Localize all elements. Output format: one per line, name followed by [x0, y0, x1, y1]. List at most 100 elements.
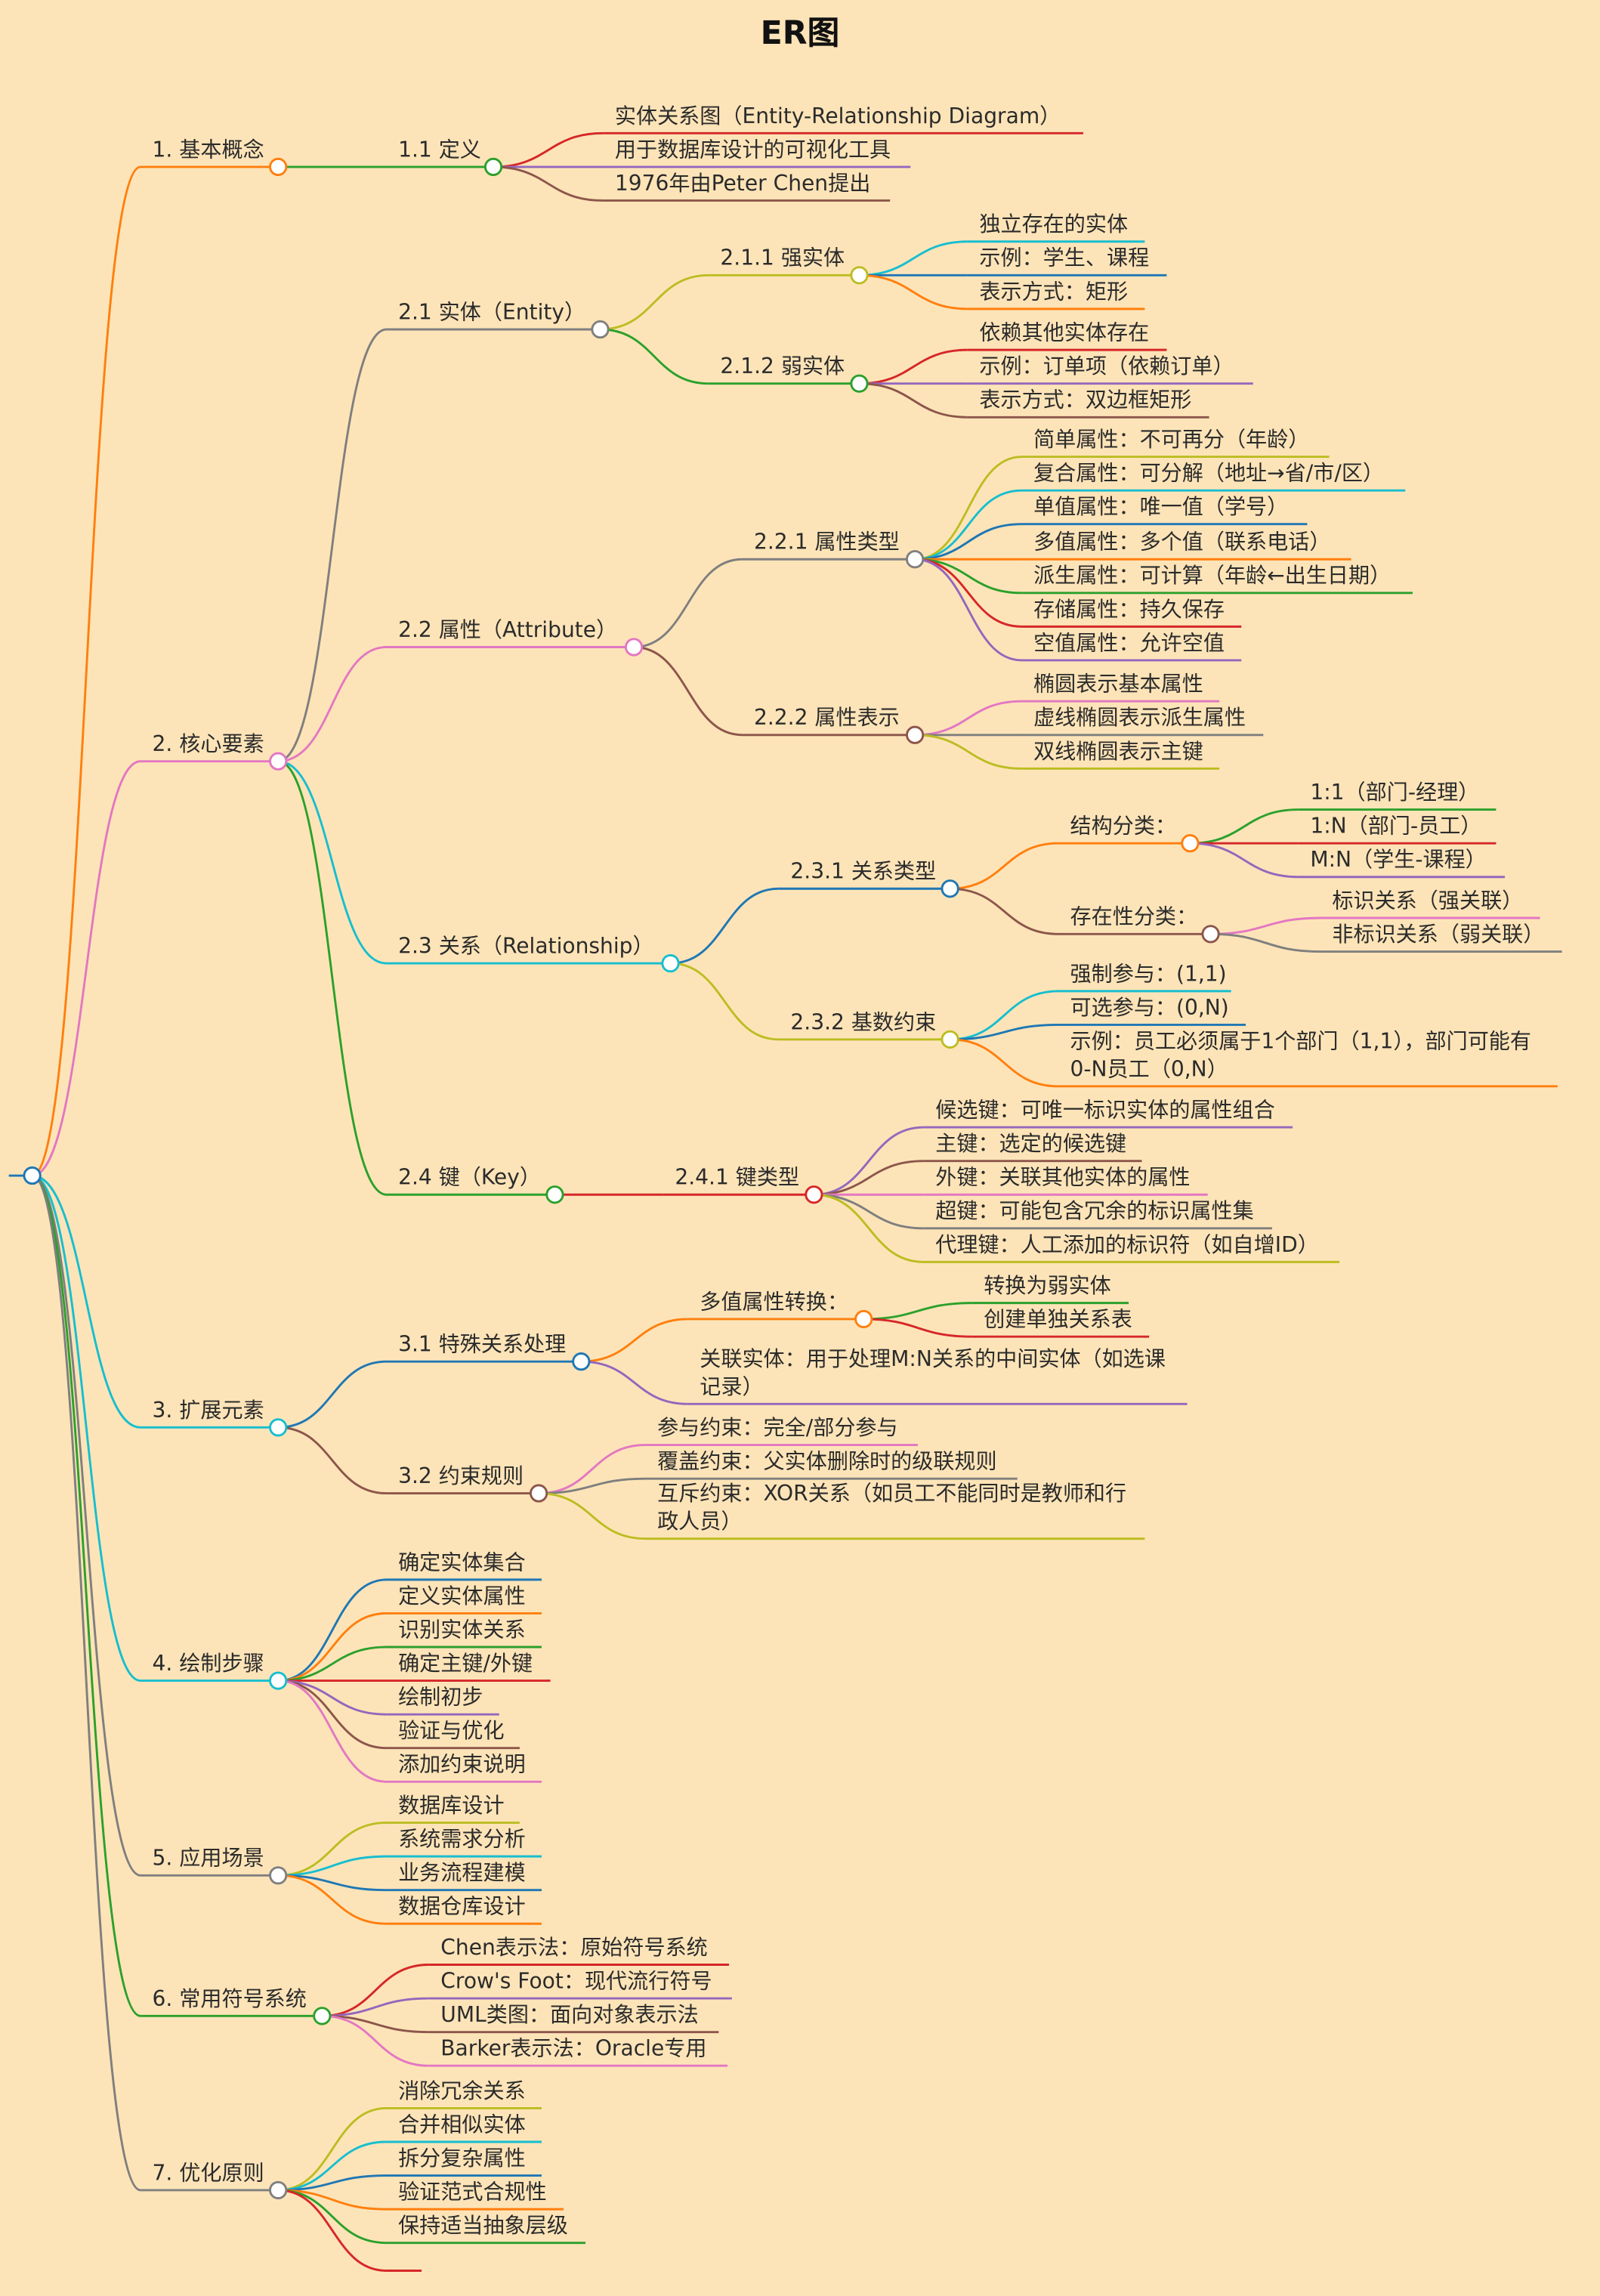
collapse-toggle-3-2[interactable] [529, 1484, 548, 1503]
branch-link-2-2-2-1 [915, 700, 1022, 737]
branch-link-5-4 [278, 1874, 387, 1925]
branch-link-2-3-1-2 [950, 887, 1059, 935]
node-label-4-3: 识别实体关系 [398, 1619, 526, 1643]
branch-link-2-2-2 [634, 646, 743, 737]
node-label-6-1: Chen表示法：原始符号系统 [440, 1936, 708, 1961]
node-label-7-5: 保持适当抽象层级 [398, 2214, 568, 2239]
node-label-2-4-1-3: 外键：关联其他实体的属性 [935, 1167, 1191, 1191]
node-label-2-2-1-2: 复合属性：可分解（地址→省/市/区） [1033, 462, 1385, 487]
node-label-4-5: 绘制初步 [398, 1686, 483, 1710]
branch-link-2-3-2-3 [950, 1038, 1059, 1088]
collapse-toggle-4[interactable] [269, 1671, 288, 1690]
branch-link-2-1-1-1 [859, 240, 968, 277]
node-label-3-2: 3.2 约束规则 [398, 1465, 524, 1489]
collapse-toggle-2-3-1-1[interactable] [1181, 834, 1200, 853]
branch-link-3-1-2 [581, 1360, 688, 1405]
collapse-toggle-root[interactable] [23, 1166, 42, 1185]
branch-link-2-1-2-3 [859, 382, 968, 419]
branch-link-3-2-2 [539, 1477, 646, 1494]
node-label-7-4: 验证范式合规性 [398, 2181, 547, 2205]
node-label-6-3: UML类图：面向对象表示法 [440, 2004, 699, 2028]
branch-link-2-3-1-2-1 [1210, 916, 1320, 935]
branch-link-3-2 [278, 1426, 387, 1494]
collapse-toggle-2-4[interactable] [545, 1185, 564, 1204]
collapse-toggle-2-3[interactable] [661, 953, 680, 973]
collapse-toggle-1-1[interactable] [483, 157, 503, 177]
collapse-toggle-2-3-1-2[interactable] [1201, 925, 1220, 944]
collapse-toggle-1[interactable] [269, 157, 288, 177]
node-underlines [8, 131, 1562, 2272]
collapse-toggle-3[interactable] [269, 1418, 288, 1437]
node-label-5-4: 数据仓库设计 [398, 1896, 526, 1920]
branch-link-4-3 [278, 1646, 387, 1683]
node-label-1: 1. 基本概念 [152, 139, 264, 163]
branch-link-4-1 [278, 1578, 387, 1683]
node-label-4-4: 确定主键/外键 [398, 1652, 533, 1676]
collapse-toggle-3-1[interactable] [572, 1352, 591, 1371]
node-label-3: 3. 扩展元素 [152, 1399, 264, 1423]
branch-link-6-4 [322, 2014, 429, 2067]
collapse-toggle-7[interactable] [269, 2180, 288, 2200]
collapse-toggle-3-1-1[interactable] [854, 1309, 873, 1329]
node-label-6: 6. 常用符号系统 [152, 1988, 307, 2012]
branch-link-4-2 [278, 1612, 387, 1683]
node-label-3-2-3: 互斥约束：XOR关系（如员工不能同时是教师和行政人员） [657, 1482, 1127, 1534]
node-label-2-3-1-1: 结构分类： [1070, 815, 1177, 839]
collapse-toggle-6[interactable] [313, 2007, 332, 2026]
node-label-4-1: 确定实体集合 [398, 1552, 526, 1576]
branch-link-2-2-1-3 [915, 523, 1022, 561]
collapse-toggle-2-1-1[interactable] [850, 266, 869, 285]
branch-link-7-1 [278, 2106, 387, 2192]
node-label-3-1-1-2: 创建单独关系表 [984, 1309, 1132, 1333]
branch-links [32, 131, 1320, 2272]
node-label-2-3-2: 2.3.2 基数约束 [790, 1012, 937, 1036]
branch-link-2-1 [277, 328, 387, 763]
branch-link-3-2-1 [539, 1444, 646, 1494]
branch-link-4-6 [278, 1680, 387, 1750]
node-label-2-3-1-2: 存在性分类： [1070, 906, 1198, 930]
branch-link-2-3-1-1-1 [1190, 808, 1299, 845]
branch-link-5-3 [278, 1874, 387, 1892]
node-label-2-4: 2.4 键（Key） [398, 1167, 541, 1191]
branch-link-2-2-1-7 [915, 558, 1022, 662]
collapse-toggle-2-3-2[interactable] [941, 1030, 959, 1049]
collapse-toggle-2-2[interactable] [624, 638, 644, 657]
node-label-2-2-2: 2.2.2 属性表示 [753, 706, 900, 731]
node-label-1-1-2: 用于数据库设计的可视化工具 [614, 139, 891, 163]
node-label-2-3-1-1-1: 1:1（部门-经理） [1310, 781, 1480, 805]
branch-link-3-1-1-2 [863, 1318, 972, 1338]
collapse-toggle-2-1[interactable] [591, 320, 610, 339]
branch-link-2-2-1-2 [915, 489, 1022, 561]
node-label-5: 5. 应用场景 [152, 1847, 264, 1871]
node-label-7-3: 拆分复杂属性 [398, 2147, 526, 2171]
branch-link-2-2-1-5 [915, 558, 1022, 595]
node-label-2-1-2-2: 示例：订单项（依赖订单） [979, 355, 1234, 379]
branch-link-2-2 [278, 646, 387, 763]
branch-link-3-2-3 [539, 1492, 646, 1540]
branch-link-7-6 [278, 2189, 387, 2272]
collapse-toggle-5[interactable] [269, 1866, 288, 1885]
collapse-toggle-2-1-2[interactable] [850, 374, 869, 393]
node-label-5-1: 数据库设计 [398, 1794, 505, 1819]
branch-link-2-3-1-1-3 [1190, 842, 1299, 879]
node-label-2-3-1-2-2: 非标识关系（弱关联） [1332, 923, 1545, 947]
collapse-toggle-2[interactable] [269, 752, 288, 771]
branch-link-2-3-1-2-2 [1210, 932, 1320, 953]
node-label-3-2-1: 参与约束：完全/部分参与 [657, 1417, 898, 1441]
branch-link-6 [32, 1174, 141, 2017]
branch-link-5-2 [278, 1855, 387, 1877]
collapse-toggle-2-4-1[interactable] [805, 1185, 823, 1204]
node-label-2-2-2-1: 椭圆表示基本属性 [1033, 673, 1203, 697]
collapse-toggle-2-2-2[interactable] [906, 725, 925, 744]
branch-link-2-4-1-2 [814, 1160, 924, 1196]
branch-link-2-1-1 [600, 273, 709, 331]
branch-link-1-1-3 [493, 165, 604, 202]
collapse-toggle-2-2-1[interactable] [906, 550, 925, 569]
branch-link-6-3 [322, 2014, 429, 2034]
node-label-1-1-1: 实体关系图（Entity-Relationship Diagram） [614, 105, 1061, 129]
node-label-3-1-2: 关联实体：用于处理M:N关系的中间实体（如选课记录） [700, 1348, 1166, 1400]
collapse-toggle-2-3-1[interactable] [941, 879, 959, 898]
node-label-2-1-2-1: 依赖其他实体存在 [979, 322, 1150, 346]
